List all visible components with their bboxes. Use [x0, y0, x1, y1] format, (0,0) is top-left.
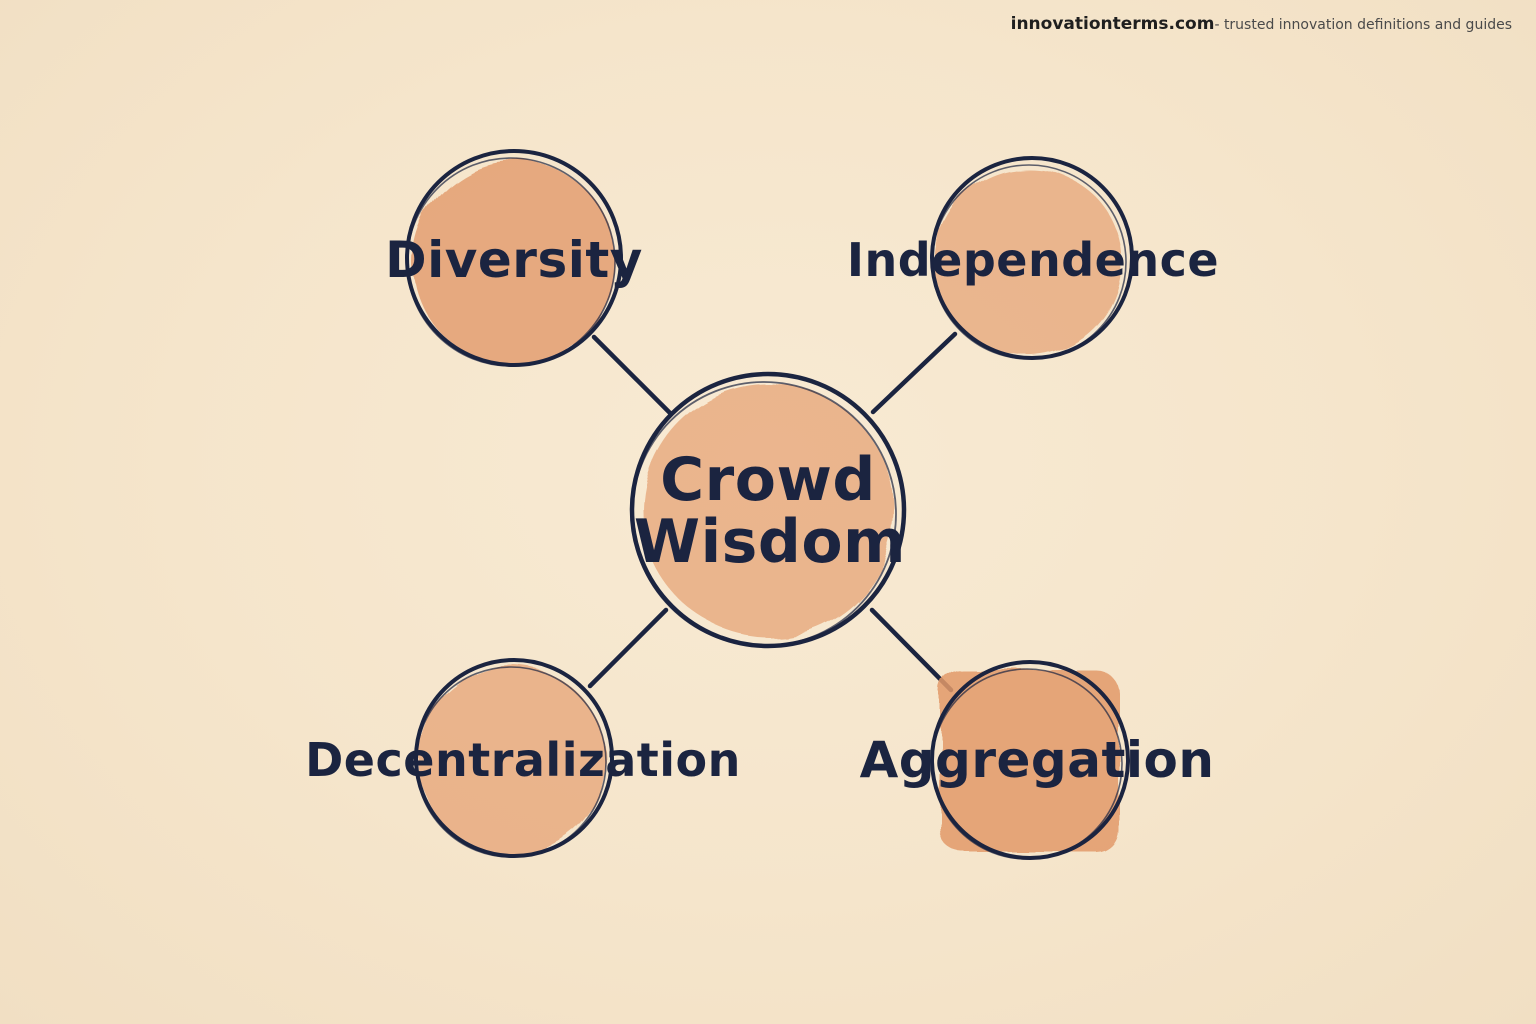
- label-diversity: Diversity: [385, 231, 643, 289]
- outline-diversity-sketch: [406, 157, 616, 367]
- label-aggregation: Aggregation: [860, 731, 1215, 789]
- outlines: [405, 149, 1134, 860]
- connector-diversity: [591, 334, 674, 417]
- labels: Diversity Independence Crowd Wisdom Dece…: [305, 231, 1219, 789]
- outline-independence-sketch: [931, 164, 1127, 360]
- fill-independence: [934, 168, 1122, 356]
- label-center-line1: Crowd: [660, 445, 876, 515]
- fill-center: [642, 384, 894, 636]
- label-center-line2: Wisdom: [634, 507, 906, 577]
- outline-center-sketch: [631, 381, 897, 647]
- outline-decentralization-sketch: [415, 666, 607, 858]
- site-watermark: innovationterms.com- trusted innovation …: [1011, 14, 1512, 34]
- site-name[interactable]: innovationterms.com: [1010, 14, 1215, 34]
- connectors: [587, 331, 958, 693]
- label-independence: Independence: [847, 233, 1219, 287]
- connector-aggregation: [869, 607, 954, 693]
- connector-independence: [870, 331, 958, 415]
- label-decentralization: Decentralization: [305, 733, 741, 787]
- fill-aggregation: [940, 670, 1118, 852]
- watercolor-fills: [412, 160, 1122, 854]
- outline-aggregation-sketch: [931, 668, 1123, 860]
- connector-decentralization: [587, 607, 669, 689]
- fill-diversity: [412, 160, 616, 364]
- fill-decentralization: [418, 666, 606, 854]
- site-tagline: - trusted innovation definitions and gui…: [1214, 17, 1512, 33]
